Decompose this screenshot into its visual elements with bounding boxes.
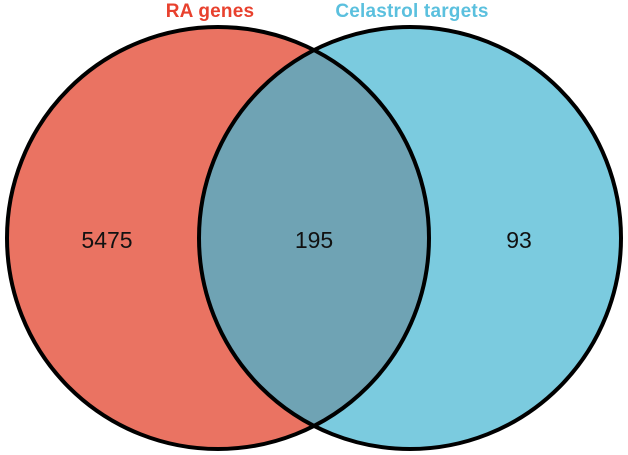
count-left-only: 5475 <box>81 227 132 253</box>
venn-intersection-region <box>199 27 429 449</box>
set-label-left: RA genes <box>165 1 255 22</box>
count-intersection: 195 <box>295 227 333 253</box>
count-right-only: 93 <box>506 227 532 253</box>
venn-circle-left-outline <box>5 25 431 451</box>
venn-circle-right-outline <box>197 25 623 451</box>
set-label-right: Celastrol targets <box>335 1 489 22</box>
